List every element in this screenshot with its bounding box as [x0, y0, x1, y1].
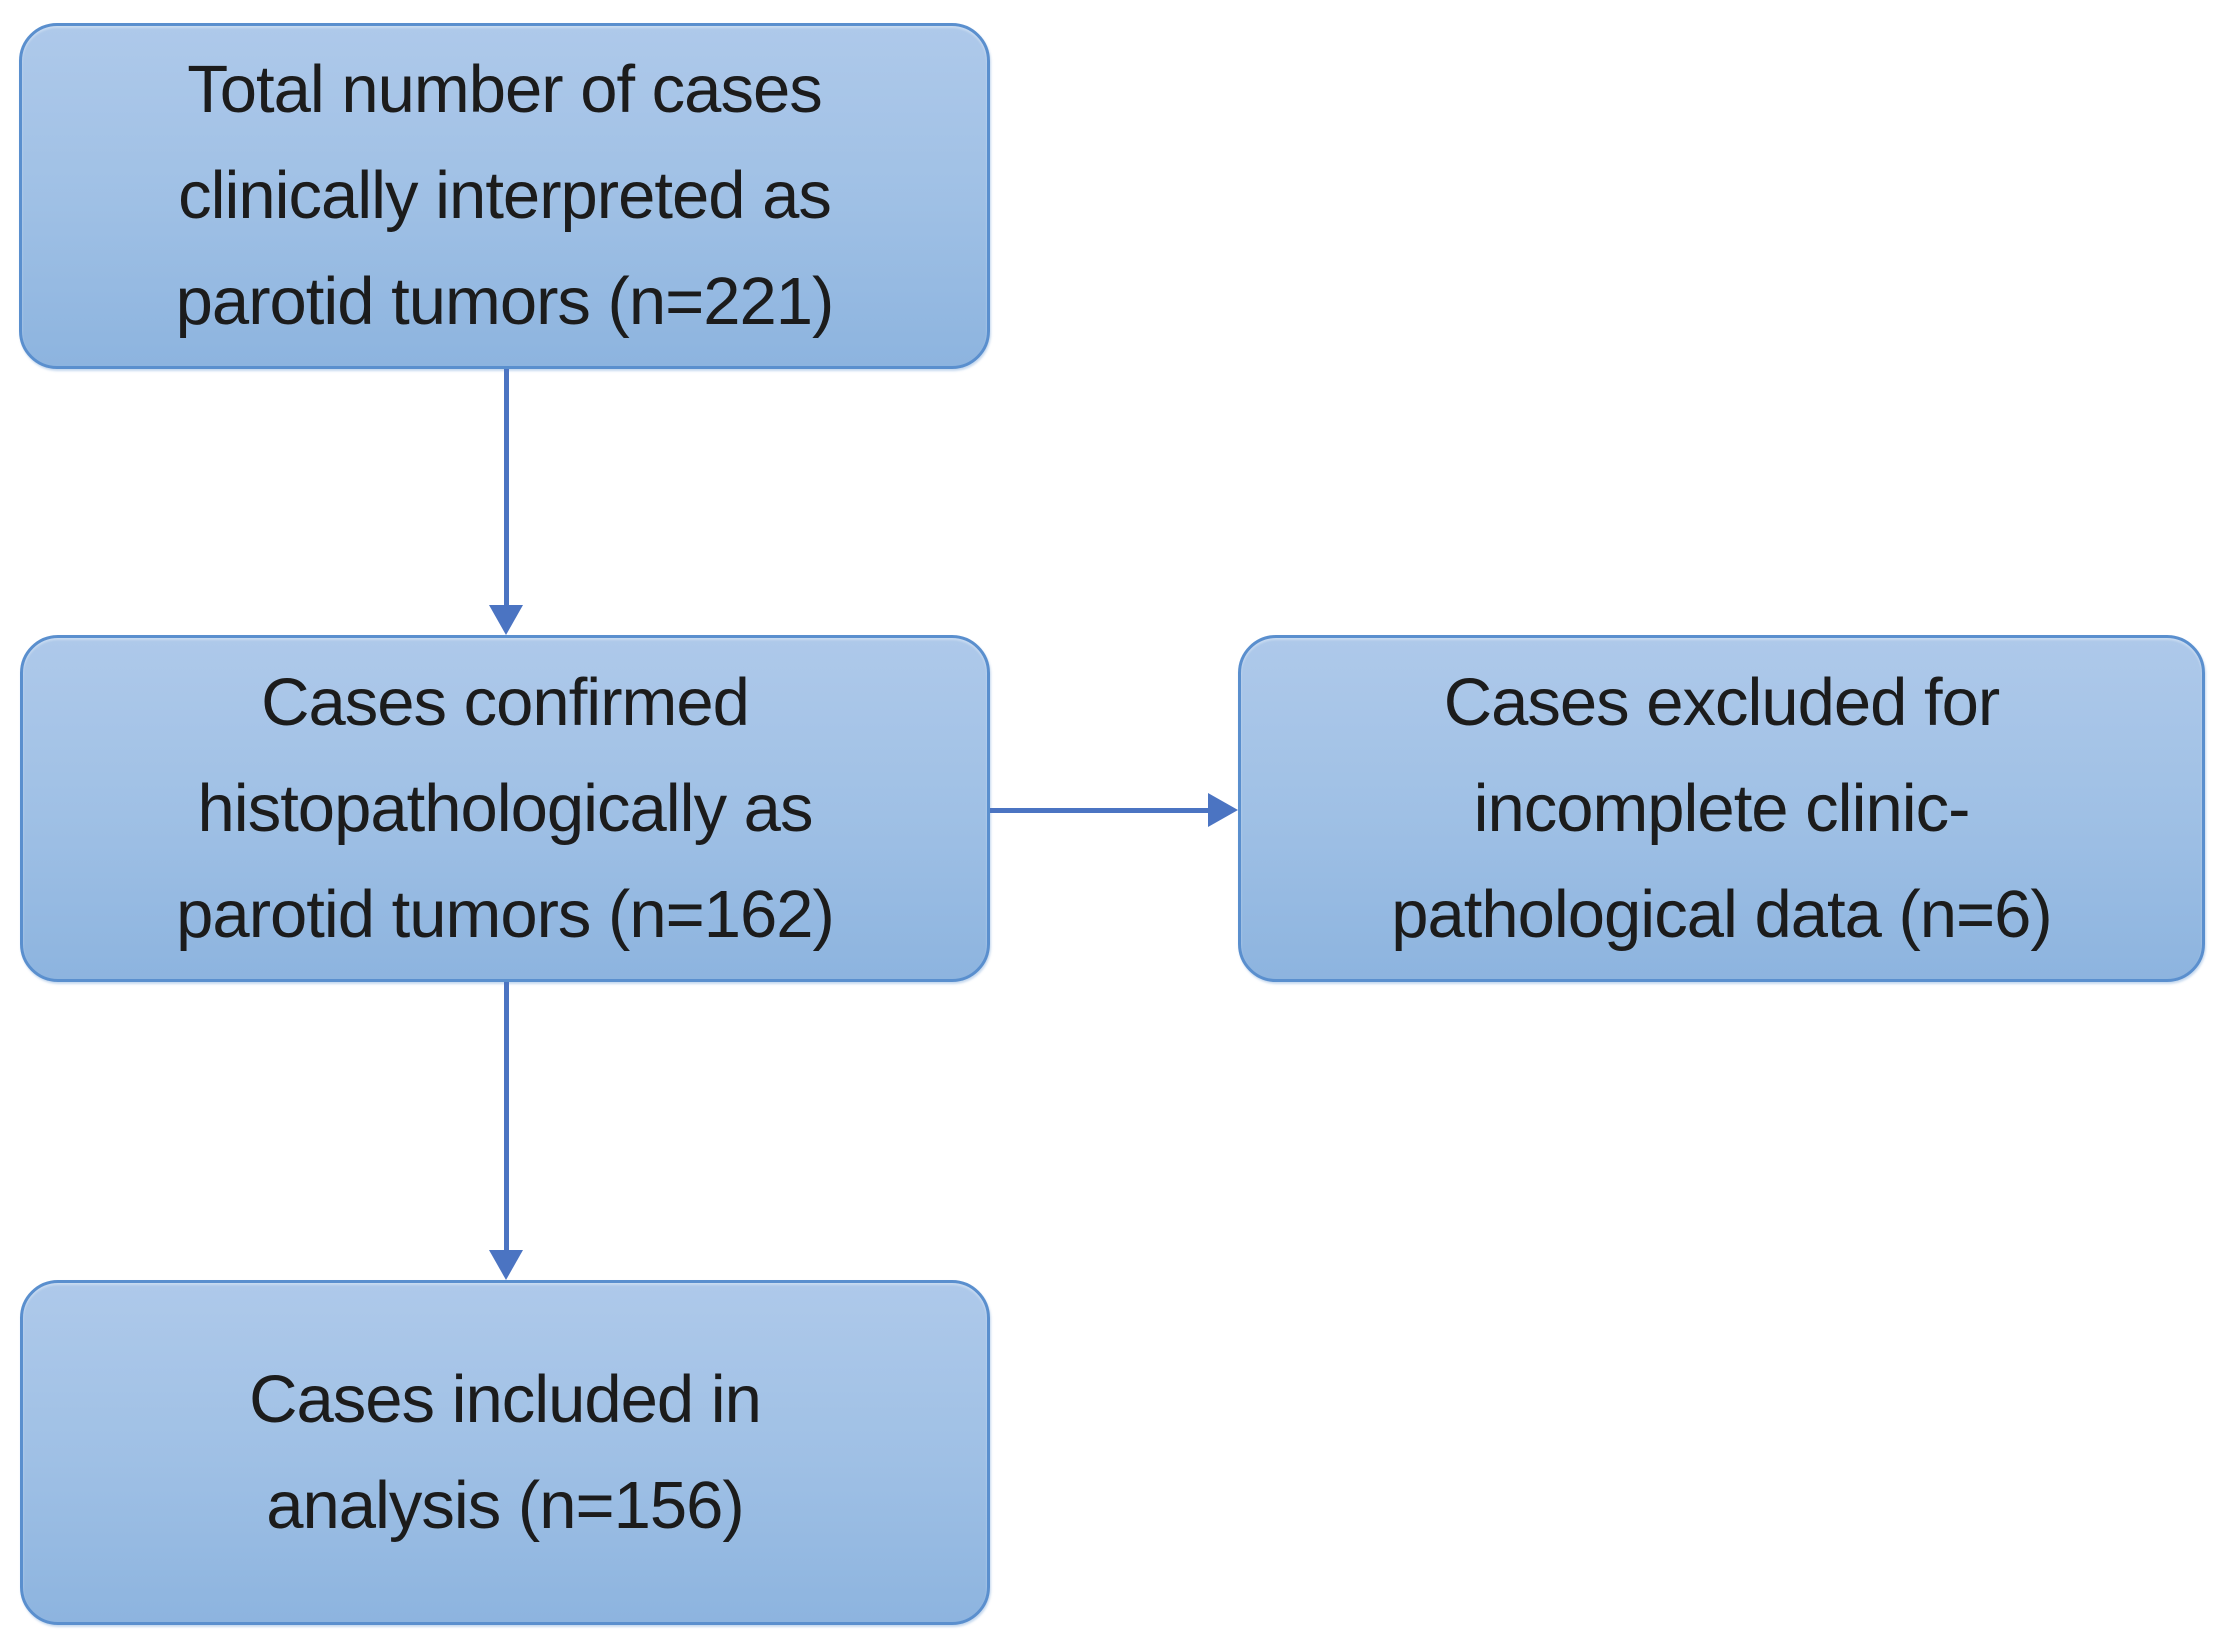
arrow-shaft	[504, 369, 509, 607]
node-text-line: incomplete clinic-	[1473, 770, 1971, 846]
node-text-line: analysis (n=156)	[266, 1467, 744, 1543]
node-text-line: clinically interpreted as	[178, 158, 832, 233]
node-confirmed-cases-text: Cases confirmed histopathologically as p…	[176, 650, 835, 968]
arrow-head-down-icon	[489, 605, 523, 635]
node-included-cases-text: Cases included in analysis (n=156)	[249, 1347, 762, 1559]
node-text-line: parotid tumors (n=221)	[175, 264, 835, 339]
node-text-line: pathological data (n=6)	[1391, 876, 2053, 952]
arrow-head-down-icon	[489, 1250, 523, 1280]
node-text-line: Total number of cases	[187, 52, 822, 127]
node-excluded-cases: Cases excluded for incomplete clinic- pa…	[1238, 635, 2205, 982]
node-included-cases: Cases included in analysis (n=156)	[20, 1280, 990, 1625]
node-text-line: Cases excluded for	[1443, 664, 2001, 740]
node-text-line: Cases confirmed	[261, 664, 750, 740]
node-total-cases-text: Total number of cases clinically interpr…	[175, 37, 835, 355]
node-text-line: histopathologically as	[197, 770, 814, 846]
node-text-line: Cases included in	[249, 1361, 762, 1437]
node-text-line: parotid tumors (n=162)	[176, 876, 835, 952]
node-confirmed-cases: Cases confirmed histopathologically as p…	[20, 635, 990, 982]
arrow-shaft	[990, 808, 1211, 813]
node-excluded-cases-text: Cases excluded for incomplete clinic- pa…	[1391, 650, 2053, 968]
node-total-cases: Total number of cases clinically interpr…	[19, 23, 990, 369]
arrow-head-right-icon	[1208, 793, 1238, 827]
arrow-shaft	[504, 982, 509, 1252]
